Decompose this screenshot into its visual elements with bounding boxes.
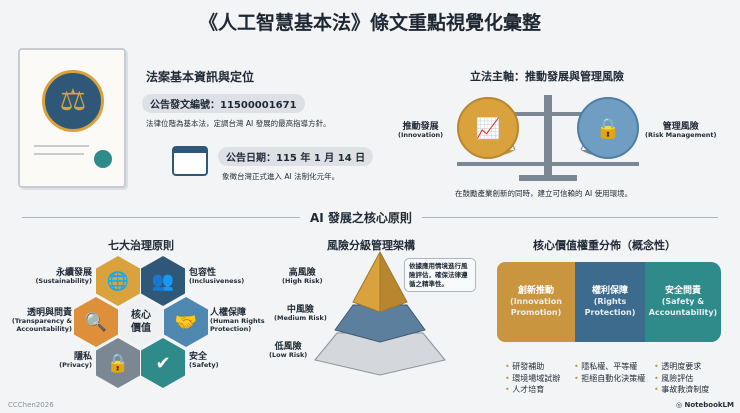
axis-heading: 立法主軸：推動發展與管理風險	[470, 70, 624, 83]
core-value-label: 核心價值	[131, 310, 151, 334]
principle-en: (Transparency & Accountability)	[11, 317, 72, 333]
innovation-label-en: (Innovation)	[398, 131, 444, 140]
innovation-bullets: 研發補助環境場域試辦人才培育	[505, 361, 560, 396]
risk-heading: 風險分級管理架構	[327, 239, 415, 252]
globe-leaf-icon: 🌐	[96, 256, 140, 306]
core-value-hex: 核心價值	[119, 297, 163, 347]
svg-text:📈: 📈	[476, 116, 501, 140]
security-shield-icon	[577, 97, 639, 159]
doc-line	[34, 153, 84, 155]
principle-transparency: 透明與問責	[26, 308, 72, 318]
segment-label: 創新推動	[517, 285, 554, 296]
shield-check-icon: ✔	[141, 338, 185, 388]
principle-en: (Safety)	[189, 361, 219, 370]
axis-caption: 在鼓勵產業創新的同時，建立可信賴的 AI 使用環境。	[455, 189, 633, 198]
risk-en: (Low Risk)	[269, 351, 308, 360]
segment-rights: 權利保障(Rights Protection)	[575, 262, 645, 342]
segment-label-en: (Safety & Accountability)	[648, 297, 718, 317]
risk-pyramid	[314, 251, 446, 376]
bullet: 風險評估	[654, 373, 709, 385]
magnifier-icon: 🔍	[74, 297, 118, 347]
gavel-icon: ⚖	[42, 70, 104, 132]
innovation-coin-icon	[457, 97, 519, 159]
seal-icon	[94, 150, 112, 168]
bullet: 拒絕自動化決策權	[574, 373, 645, 385]
pyramid-medium-tier	[334, 304, 426, 343]
brand-label: NotebookLM	[684, 401, 734, 409]
handshake-icon: 🤝	[164, 297, 208, 347]
principle-en: (Sustainability)	[35, 277, 92, 286]
svg-text:🔒: 🔒	[596, 116, 621, 140]
pyramid-high-tier-side	[379, 251, 408, 313]
risk-en: (High Risk)	[282, 277, 323, 286]
lock-icon: 🔒	[96, 338, 140, 388]
doc-description: 法律位階為基本法，定調台灣 AI 發展的最高指導方針。	[146, 119, 331, 128]
segment-label: 權利保障	[591, 285, 628, 296]
segment-safety: 安全問責(Safety & Accountability)	[645, 262, 721, 342]
principle-human-rights: 人權保障	[210, 308, 247, 318]
risk-high-label: 高風險	[288, 268, 316, 278]
segment-label: 安全問責	[664, 285, 701, 296]
risk-note: 依據應用情境進行風險評估，確保法律遵循之精準性。	[404, 258, 476, 293]
people-icon: 👥	[141, 256, 185, 306]
risk-management-label-en: (Risk Management)	[645, 131, 717, 140]
weights-heading: 核心價值權重分佈（概念性）	[533, 239, 676, 252]
section-title: AI 發展之核心原則	[300, 209, 422, 226]
risk-management-label: 管理風險	[662, 122, 699, 132]
document-gavel-illustration: ⚖	[18, 48, 126, 188]
author-credit: CCChen2026	[8, 401, 54, 409]
pyramid-low-tier	[314, 332, 446, 376]
pyramid-high-tier	[352, 251, 381, 313]
notebooklm-logo: ◎ NotebookLM	[675, 401, 734, 409]
announcement-date: 公告日期：115 年 1 月 14 日	[218, 147, 374, 166]
innovation-label: 推動發展	[402, 122, 439, 132]
bullet: 隱私權、平等權	[574, 361, 645, 373]
bullet: 事故救濟制度	[654, 384, 709, 396]
principle-en: (Inclusiveness)	[189, 277, 245, 286]
rights-bullets: 隱私權、平等權拒絕自動化決策權	[574, 361, 645, 384]
bullet: 環境場域試辦	[505, 373, 560, 385]
principle-safety: 安全	[189, 352, 208, 362]
segment-label-en: (Rights Protection)	[584, 297, 636, 317]
info-heading: 法案基本資訊與定位	[146, 70, 255, 84]
page-title: 《人工智慧基本法》條文重點視覺化彙整	[198, 12, 541, 34]
principles-heading: 七大治理原則	[108, 239, 174, 252]
date-description: 象徵台灣正式進入 AI 法制化元年。	[222, 172, 340, 181]
risk-en: (Medium Risk)	[274, 314, 327, 323]
bullet: 研發補助	[505, 361, 560, 373]
safety-bullets: 透明度要求風險評估事故救濟制度	[654, 361, 709, 396]
balance-scale-illustration: 📈 🔒	[457, 95, 639, 181]
doc-line	[34, 145, 89, 147]
risk-low-label: 低風險	[274, 342, 302, 352]
principle-sustainability: 永續發展	[55, 268, 92, 278]
principle-inclusiveness: 包容性	[189, 268, 217, 278]
calendar-icon	[172, 146, 208, 176]
segment-label-en: (Innovation Promotion)	[510, 297, 562, 317]
bullet: 人才培育	[505, 384, 560, 396]
doc-number: 公告發文編號：11500001671	[142, 94, 305, 113]
bullet: 透明度要求	[654, 361, 709, 373]
principle-privacy: 隱私	[73, 352, 92, 362]
principle-en: (Human Rights Protection)	[210, 317, 265, 333]
risk-medium-label: 中風險	[286, 305, 314, 315]
segment-innovation: 創新推動(Innovation Promotion)	[497, 262, 575, 342]
principle-en: (Privacy)	[59, 361, 92, 370]
